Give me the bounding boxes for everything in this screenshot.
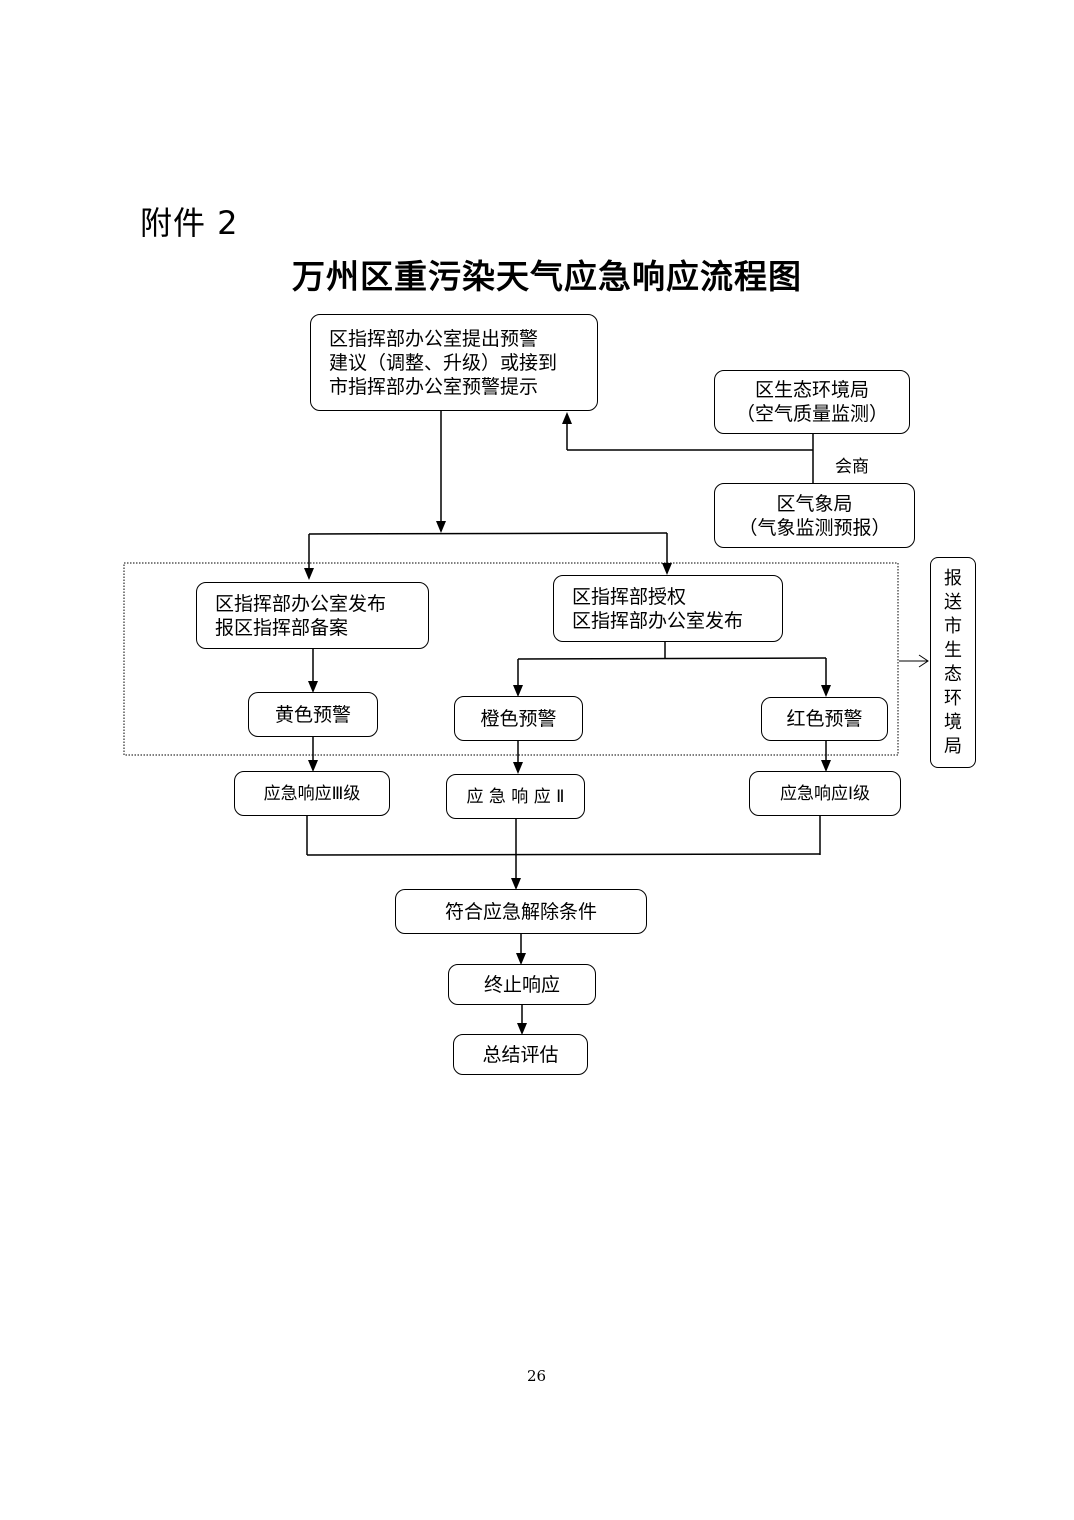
start-node: 区指挥部办公室提出预警 建议（调整、升级）或接到 市指挥部办公室预警提示 [310,314,598,411]
eco-bureau-node: 区生态环境局 （空气质量监测） [714,370,910,434]
terminate-label: 终止响应 [483,973,560,996]
page-title: 万州区重污染天气应急响应流程图 [292,257,802,296]
report-city-char: 环 [944,687,962,709]
connector-merge-bar [306,853,821,856]
report-city-char: 报 [944,567,962,589]
annex-label: 附件 2 [140,204,239,242]
report-city-char: 局 [944,735,962,757]
arrowhead-red [821,685,831,697]
terminate-node: 终止响应 [448,964,596,1005]
report-city-node: 报 送 市 生 态 环 境 局 [930,557,976,768]
arrowhead-l2 [513,762,523,774]
orange-warning-label: 橙色预警 [480,707,557,730]
weather-bureau-line: 区气象局 [776,492,853,515]
arrowhead-orange [513,685,523,697]
arrowhead-l3 [308,760,318,772]
arrowhead-terminate [516,953,526,965]
report-city-char: 送 [944,591,962,613]
eco-bureau-line: （空气质量监测） [735,403,888,425]
yellow-warning-node: 黄色预警 [248,692,378,737]
response-level3-label: 应急响应Ⅲ级 [263,783,361,804]
warning-zone-border [123,562,899,756]
arrowhead-orange-red-issuer [662,563,672,575]
orange-warning-node: 橙色预警 [454,696,583,741]
start-node-line: 市指挥部办公室预警提示 [329,375,539,398]
yellow-issuer-line: 报区指挥部备案 [215,616,349,639]
response-level2-node: 应 急 响 应 Ⅱ [446,774,585,819]
evaluate-label: 总结评估 [482,1043,559,1066]
lift-condition-label: 符合应急解除条件 [444,900,597,923]
arrowhead-consult [562,412,572,424]
report-city-char: 生 [944,639,962,661]
start-node-line: 区指挥部办公室提出预警 [329,327,539,350]
arrowhead-l1 [821,760,831,772]
orange-red-issuer-line: 区指挥部授权 [572,585,687,608]
response-level1-label: 应急响应Ⅰ级 [779,783,870,804]
response-level1-node: 应急响应Ⅰ级 [749,771,901,816]
arrowhead-start [436,521,446,533]
response-level2-label: 应 急 响 应 Ⅱ [466,786,565,807]
red-warning-node: 红色预警 [761,697,888,741]
evaluate-node: 总结评估 [453,1034,588,1075]
arrowhead-evaluate [517,1023,527,1035]
arrowhead-yellow-issuer [304,568,314,580]
yellow-issuer-line: 区指挥部办公室发布 [215,592,387,615]
start-node-line: 建议（调整、升级）或接到 [329,351,558,374]
yellow-warning-label: 黄色预警 [274,703,351,726]
consult-label: 会商 [835,457,869,477]
page-number: 26 [527,1367,547,1385]
arrowhead-yellow [308,681,318,693]
response-level3-node: 应急响应Ⅲ级 [234,771,390,816]
orange-red-issuer-node: 区指挥部授权 区指挥部办公室发布 [553,575,783,642]
report-city-char: 境 [944,711,962,733]
report-city-char: 市 [944,615,962,637]
lift-condition-node: 符合应急解除条件 [395,889,647,934]
report-city-char: 态 [944,663,962,685]
red-warning-label: 红色预警 [786,708,863,730]
arrowhead-report-city [918,654,929,668]
orange-red-issuer-line: 区指挥部办公室发布 [572,609,744,632]
weather-bureau-node: 区气象局 （气象监测预报） [714,483,915,548]
connector-split-bar [308,532,668,535]
eco-bureau-line: 区生态环境局 [754,379,869,401]
weather-bureau-line: （气象监测预报） [738,516,891,539]
arrowhead-lift [511,878,521,890]
yellow-issuer-node: 区指挥部办公室发布 报区指挥部备案 [196,582,429,649]
connector-orange-red-bar [517,657,827,660]
